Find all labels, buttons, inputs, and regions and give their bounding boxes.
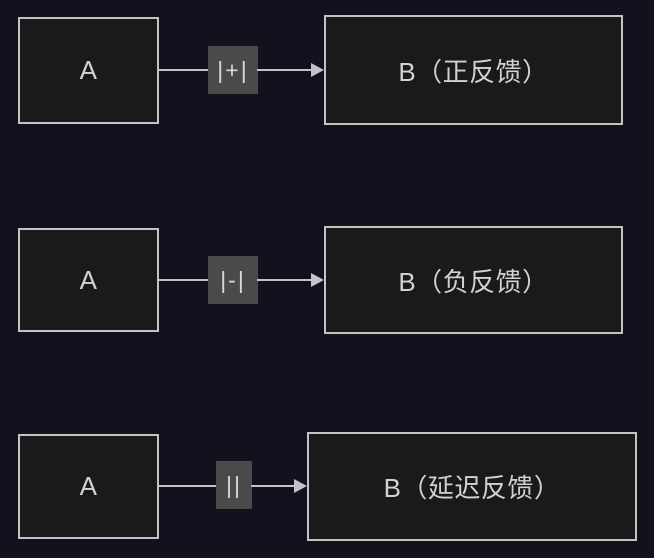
- node-target-b-row2[interactable]: B（负反馈）: [324, 226, 623, 334]
- node-source-a-row1[interactable]: A: [18, 17, 159, 124]
- edge-line-right-row1: [257, 69, 311, 71]
- arrow-head-icon-row3: [294, 479, 307, 493]
- diagram-row-positive-feedback: A |+| B（正反馈）: [0, 0, 654, 140]
- edge-label-row2[interactable]: |-|: [208, 256, 258, 304]
- edge-line-right-row2: [257, 279, 311, 281]
- arrow-head-icon-row1: [311, 63, 324, 77]
- node-source-a-row2[interactable]: A: [18, 228, 159, 332]
- edge-line-right-row3: [251, 485, 295, 487]
- arrow-head-icon-row2: [311, 273, 324, 287]
- node-source-a-row3[interactable]: A: [18, 434, 159, 539]
- node-target-b-row1[interactable]: B（正反馈）: [324, 15, 623, 125]
- edge-line-left-row3: [158, 485, 217, 487]
- edge-label-row3[interactable]: ||: [216, 461, 252, 509]
- edge-label-row1[interactable]: |+|: [208, 46, 258, 94]
- node-target-b-row3[interactable]: B（延迟反馈）: [307, 432, 637, 541]
- edge-line-left-row1: [158, 69, 209, 71]
- edge-line-left-row2: [158, 279, 209, 281]
